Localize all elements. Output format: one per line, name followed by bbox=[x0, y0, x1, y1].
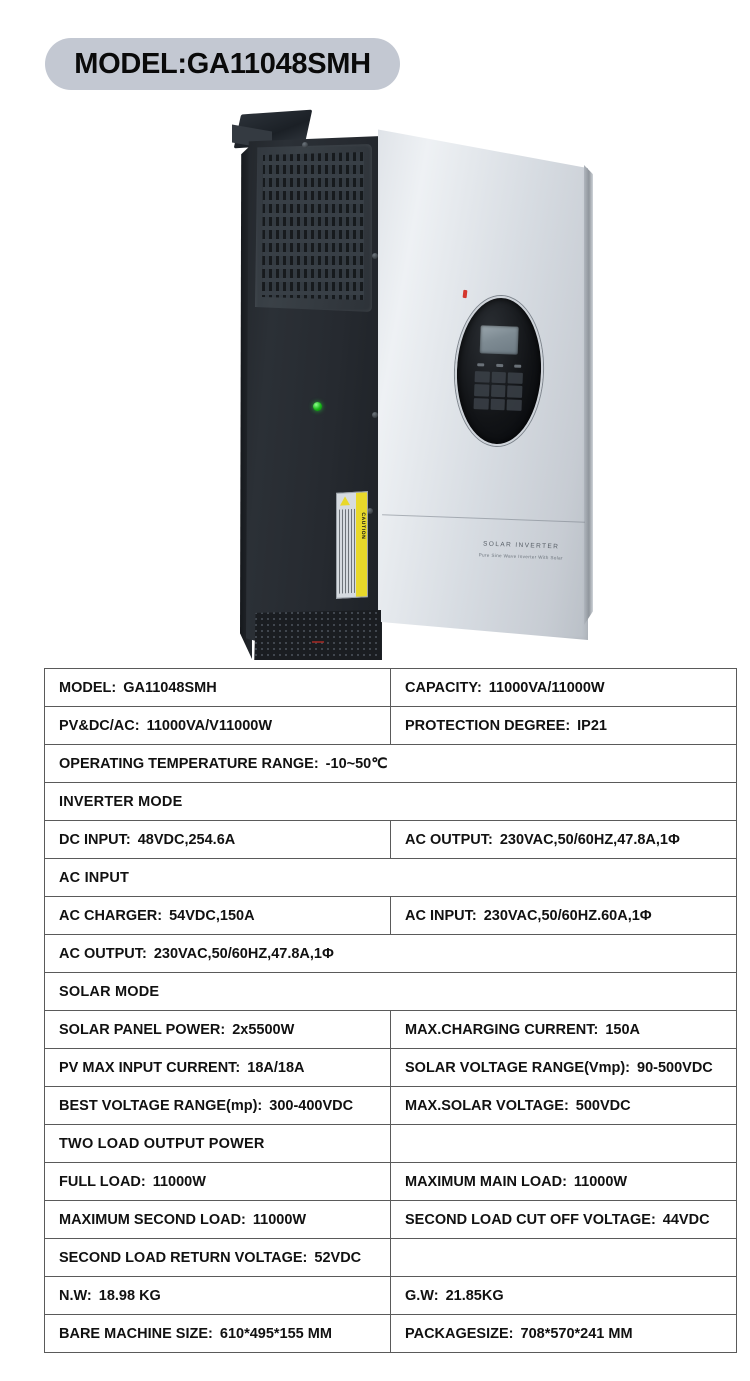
caution-yellow-band bbox=[356, 492, 367, 597]
spec-cell-right: AC INPUT:230VAC,50/60HZ.60A,1Φ bbox=[390, 896, 737, 935]
table-row: OPERATING TEMPERATURE RANGE:-10~50℃ bbox=[44, 744, 737, 783]
spec-cell-left: SOLAR PANEL POWER:2x5500W bbox=[44, 1010, 391, 1049]
page-title: MODEL:GA11048SMH bbox=[74, 47, 371, 80]
control-button bbox=[507, 372, 523, 385]
control-button-grid bbox=[473, 371, 523, 411]
spec-cell-right: PROTECTION DEGREE:IP21 bbox=[390, 706, 737, 745]
control-button bbox=[507, 385, 523, 398]
control-button bbox=[490, 398, 506, 411]
spec-cell-left: N.W:18.98 KG bbox=[44, 1276, 391, 1315]
table-row: INVERTER MODE bbox=[44, 782, 737, 821]
spec-cell-left: PV MAX INPUT CURRENT:18A/18A bbox=[44, 1048, 391, 1087]
spec-cell-right: MAXIMUM MAIN LOAD:11000W bbox=[390, 1162, 737, 1201]
screw-icon bbox=[372, 253, 378, 259]
control-button bbox=[491, 371, 507, 384]
front-panel-red-marker bbox=[462, 289, 468, 299]
spec-cell-right: G.W:21.85KG bbox=[390, 1276, 737, 1315]
vent-red-marking bbox=[312, 641, 324, 643]
spec-cell-left: TWO LOAD OUTPUT POWER bbox=[44, 1124, 391, 1163]
spec-cell-right: CAPACITY:11000VA/11000W bbox=[390, 668, 737, 707]
spec-section-header: INVERTER MODE bbox=[44, 782, 737, 821]
warning-triangle-icon bbox=[340, 496, 350, 506]
spec-cell-left: BARE MACHINE SIZE:610*495*155 MM bbox=[44, 1314, 391, 1353]
spec-cell-right: SECOND LOAD CUT OFF VOLTAGE:44VDC bbox=[390, 1200, 737, 1239]
caution-label-word: CAUTION bbox=[360, 512, 366, 540]
screw-icon bbox=[367, 508, 373, 514]
spec-cell-left: MODEL:GA11048SMH bbox=[44, 668, 391, 707]
control-button bbox=[474, 384, 490, 397]
chassis-right-edge bbox=[584, 165, 593, 625]
spec-cell-right: SOLAR VOLTAGE RANGE(Vmp):90-500VDC bbox=[390, 1048, 737, 1087]
table-row: TWO LOAD OUTPUT POWER bbox=[44, 1124, 737, 1163]
spec-cell-left: MAXIMUM SECOND LOAD:11000W bbox=[44, 1200, 391, 1239]
model-title-pill: MODEL:GA11048SMH bbox=[45, 38, 400, 90]
screw-icon bbox=[302, 142, 308, 148]
control-button bbox=[474, 371, 490, 383]
spec-cell-right bbox=[390, 1238, 737, 1277]
table-row: AC OUTPUT:230VAC,50/60HZ,47.8A,1Φ bbox=[44, 934, 737, 973]
spec-cell-left: BEST VOLTAGE RANGE(mp):300-400VDC bbox=[44, 1086, 391, 1125]
spec-cell-full: AC OUTPUT:230VAC,50/60HZ,47.8A,1Φ bbox=[44, 934, 737, 973]
spec-section-header: AC INPUT bbox=[44, 858, 737, 897]
spec-cell-right bbox=[390, 1124, 737, 1163]
caution-label-text-lines bbox=[339, 508, 355, 594]
status-led-icon bbox=[495, 363, 503, 368]
status-led-row bbox=[477, 363, 522, 369]
perforated-vent-grille bbox=[253, 610, 381, 660]
product-image: CAUTION SOLAR INVERTER bbox=[0, 100, 750, 660]
spec-cell-right: AC OUTPUT:230VAC,50/60HZ,47.8A,1Φ bbox=[390, 820, 737, 859]
caution-warning-label: CAUTION bbox=[336, 491, 368, 599]
screw-icon bbox=[372, 412, 378, 418]
spec-cell-right: PACKAGESIZE:708*570*241 MM bbox=[390, 1314, 737, 1353]
spec-cell-full: OPERATING TEMPERATURE RANGE:-10~50℃ bbox=[44, 744, 737, 783]
spec-cell-right: MAX.SOLAR VOLTAGE:500VDC bbox=[390, 1086, 737, 1125]
status-led-icon bbox=[514, 364, 522, 368]
spec-cell-left: AC CHARGER:54VDC,150A bbox=[44, 896, 391, 935]
status-led-icon bbox=[477, 363, 485, 367]
spec-cell-left: SECOND LOAD RETURN VOLTAGE:52VDC bbox=[44, 1238, 391, 1277]
control-button bbox=[490, 385, 506, 397]
table-row: SOLAR MODE bbox=[44, 972, 737, 1011]
spec-cell-left: DC INPUT:48VDC,254.6A bbox=[44, 820, 391, 859]
spec-cell-left: PV&DC/AC:11000VA/V11000W bbox=[44, 706, 391, 745]
table-row: AC INPUT bbox=[44, 858, 737, 897]
heatsink-louver-ribs bbox=[262, 152, 364, 300]
control-button bbox=[506, 398, 522, 411]
control-button bbox=[473, 397, 489, 410]
spec-cell-left: FULL LOAD:11000W bbox=[44, 1162, 391, 1201]
spec-section-header: SOLAR MODE bbox=[44, 972, 737, 1011]
power-led-green-icon bbox=[313, 402, 322, 411]
table-row: SECOND LOAD RETURN VOLTAGE:52VDC bbox=[44, 1238, 737, 1277]
lcd-display bbox=[479, 325, 519, 355]
spec-cell-right: MAX.CHARGING CURRENT:150A bbox=[390, 1010, 737, 1049]
